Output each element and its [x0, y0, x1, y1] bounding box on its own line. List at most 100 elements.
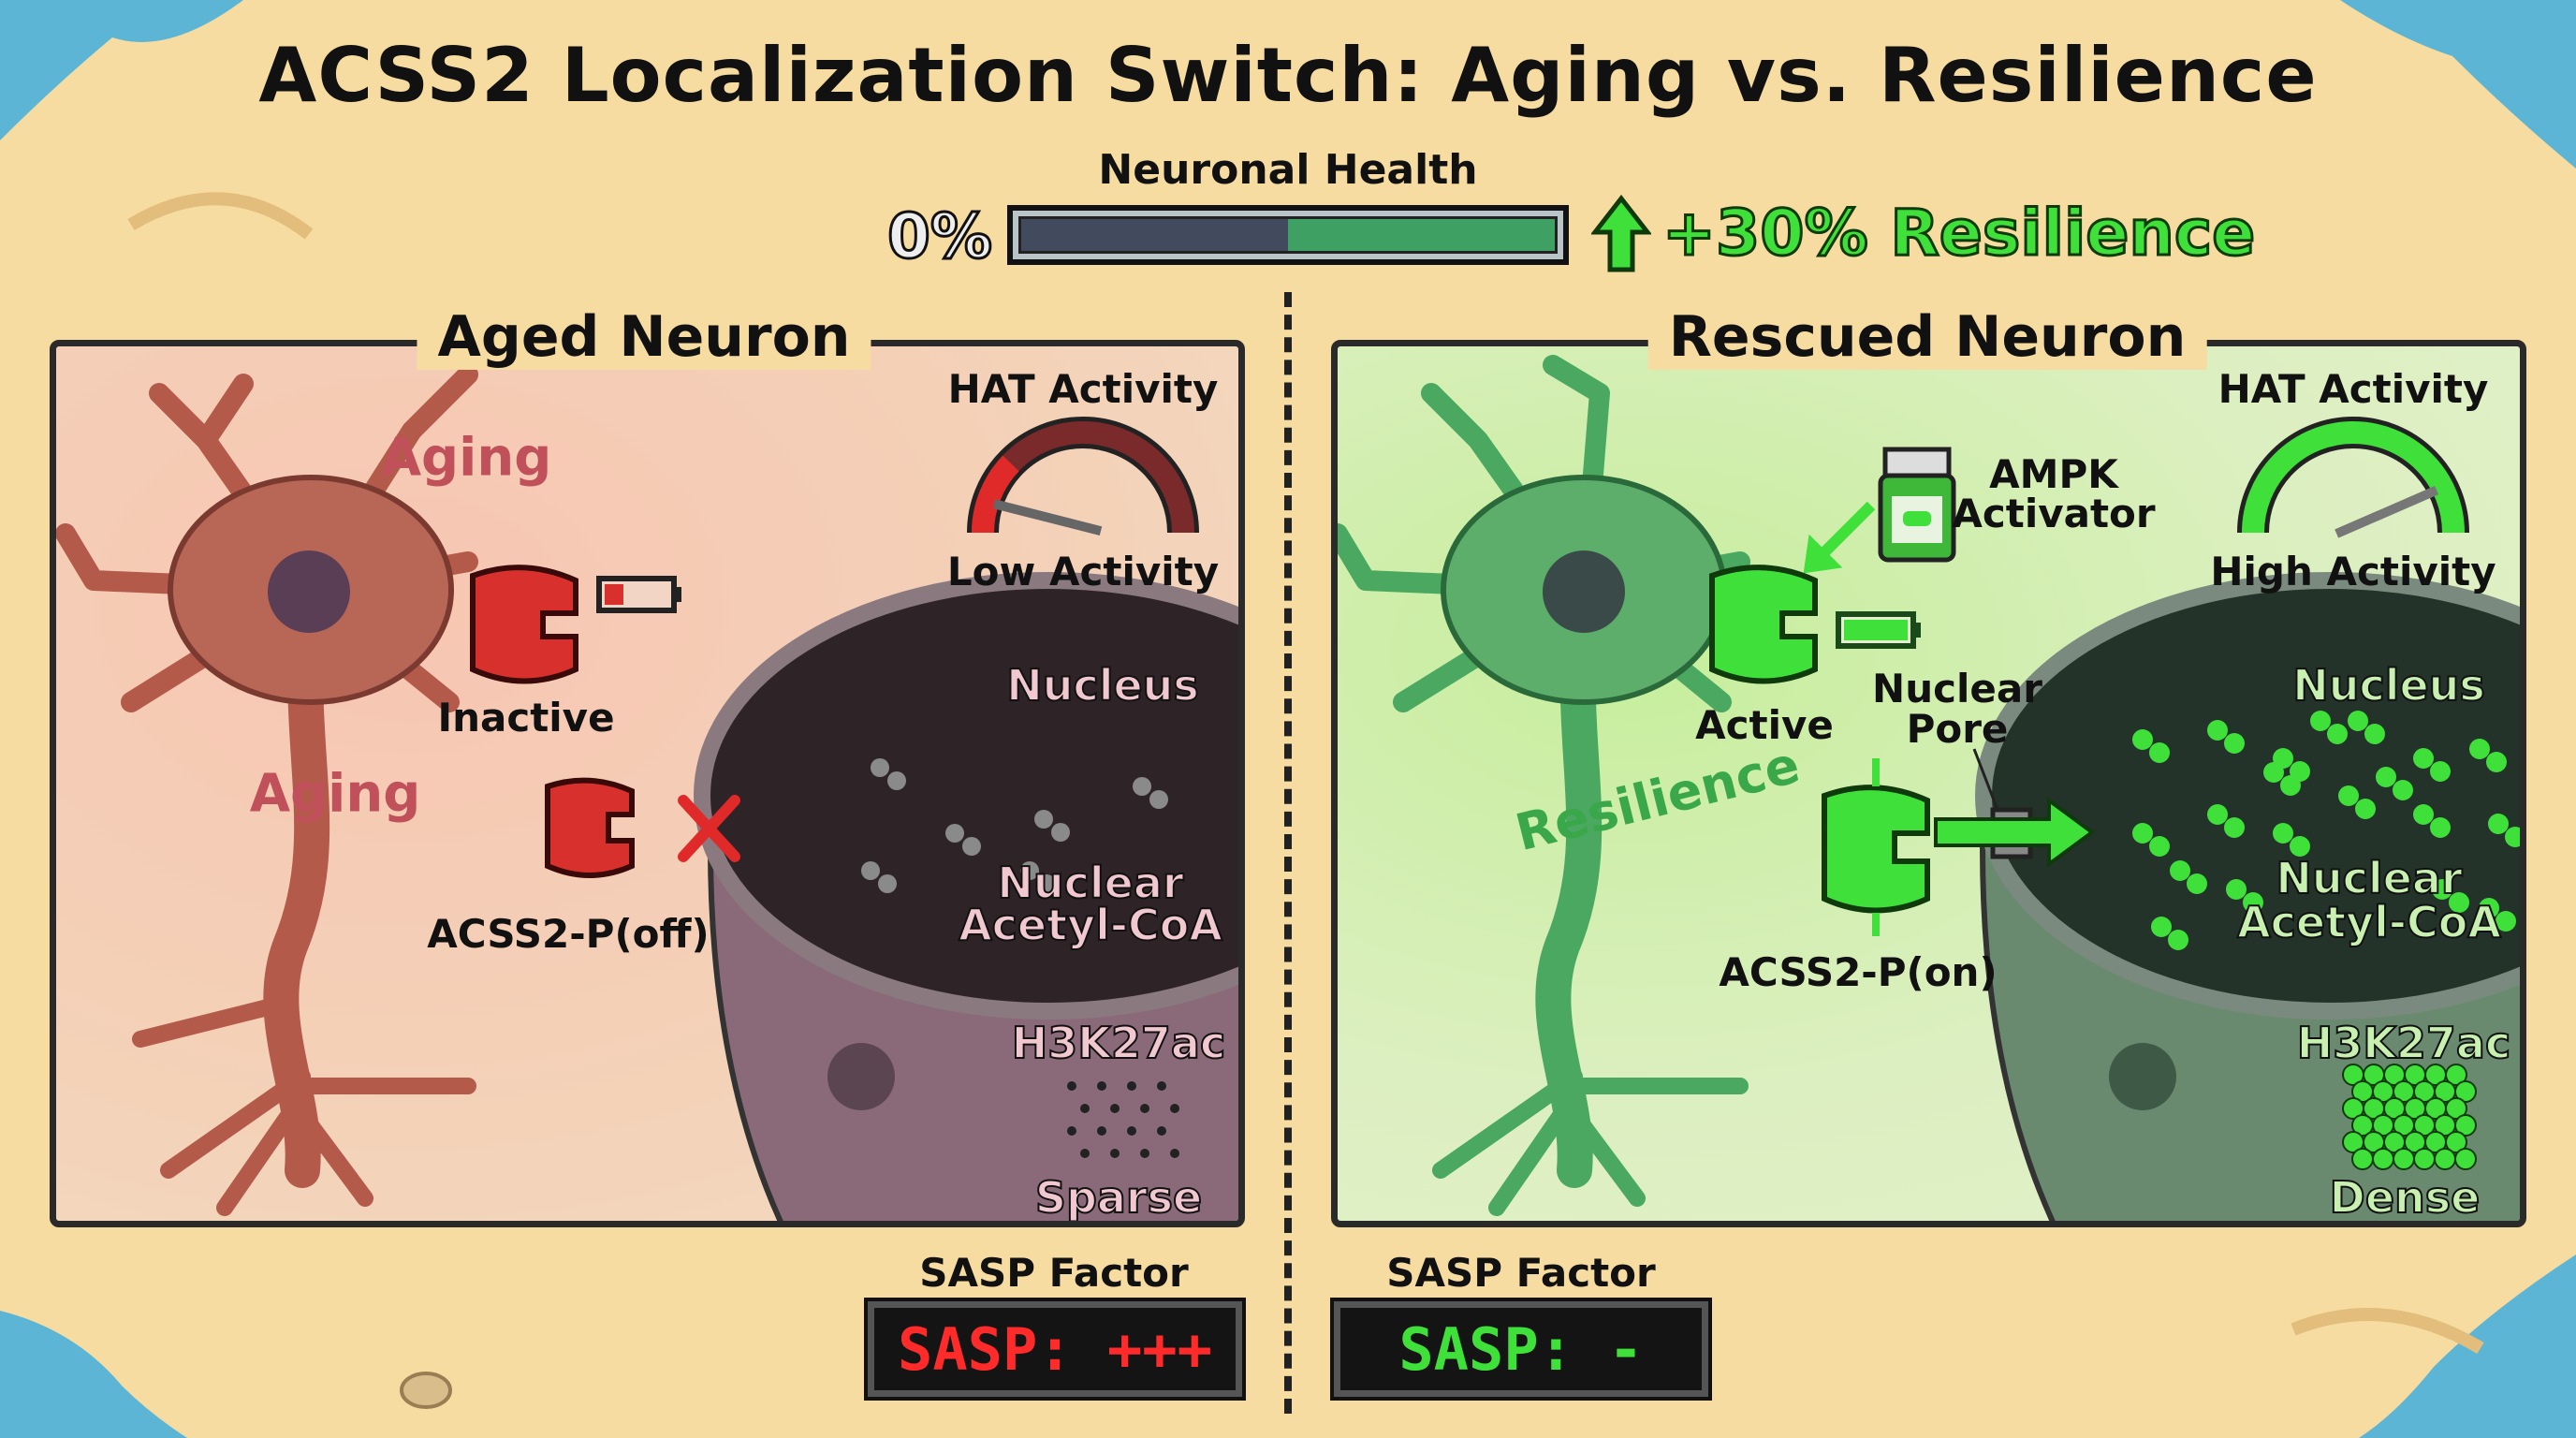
acetyl-coa-molecule: [1133, 777, 1151, 796]
acetyl-coa-molecule: [945, 824, 964, 843]
acetyl-coa-molecule: [878, 874, 897, 893]
acetyl-coa-molecule: [2430, 817, 2451, 838]
h3k27ac-mark: [2351, 1148, 2374, 1170]
acetyl-coa-molecule: [2376, 767, 2396, 787]
acetyl-coa-molecule: [2170, 860, 2190, 881]
acetyl-coa-molecule: [2149, 836, 2170, 857]
acss2-label: ACSS2-P(on): [1719, 948, 1998, 995]
acetyl-coa-molecule: [2187, 873, 2207, 894]
h3k27ac-mark: [2454, 1114, 2477, 1137]
resilience-gain-text: +30% Resilience: [1661, 196, 2256, 272]
h3k27ac-mark: [2454, 1080, 2477, 1103]
empty-battery-icon: [596, 576, 681, 613]
sasp-rescued-display: SASP: -: [1330, 1298, 1712, 1401]
acetyl-coa-molecule: [2469, 739, 2490, 759]
sasp-factor-label: SASP Factor: [919, 1250, 1189, 1296]
acetyl-coa-molecule: [1051, 823, 1070, 842]
nuclear-pore-label: Nuclear: [1872, 665, 2042, 712]
acetyl-coa-molecule: [2149, 742, 2170, 763]
acetyl-coa-molecule: [2413, 748, 2434, 769]
acetyl-coa-molecule: [2355, 799, 2376, 819]
dense-h3k27ac-marks: [2342, 1064, 2477, 1170]
page-title: ACSS2 Localization Switch: Aging vs. Res…: [258, 32, 2318, 119]
h3k27ac-label: H3K27ac: [1011, 1017, 1226, 1068]
aged-panel-title: Aged Neuron: [417, 304, 871, 370]
import-arrow-icon: [1934, 797, 2096, 868]
acetyl-coa-molecule: [1037, 874, 1056, 893]
enzyme-state-label: Inactive: [437, 694, 615, 741]
divider-line: [1284, 292, 1292, 1414]
sparse-acetyl-coa-dots: [861, 758, 1168, 893]
h3k27ac-mark: [1140, 1149, 1149, 1158]
up-arrow-icon: [1591, 195, 1651, 272]
acetyl-coa-molecule: [2327, 724, 2348, 744]
h3k27ac-label: H3K27ac: [2296, 1017, 2511, 1068]
acetyl-coa-molecule: [2338, 785, 2359, 806]
acetyl-coa-molecule: [2263, 762, 2284, 783]
activation-arrow-icon: [1803, 501, 1876, 574]
h3k27ac-mark: [1097, 1081, 1106, 1091]
rescued-neuron-icon: [1338, 355, 1750, 1216]
acetyl-coa-molecule: [2413, 804, 2434, 825]
acss2-off-enzyme-icon: [545, 777, 635, 878]
acetyl-coa-molecule: [1034, 810, 1053, 829]
acetyl-coa-molecule: [2488, 814, 2509, 834]
acetyl-coa-molecule: [2432, 879, 2452, 900]
acetyl-coa-molecule: [2273, 823, 2293, 844]
acetyl-coa-molecule: [2486, 752, 2507, 772]
acetyl-coa-molecule: [2168, 930, 2188, 950]
acetyl-coa-molecule: [2207, 720, 2228, 741]
sasp-rescued-value: SASP: -: [1398, 1314, 1644, 1384]
acetyl-coa-molecule: [2364, 724, 2385, 744]
inactive-enzyme-icon: [470, 565, 578, 684]
health-min-label: 0%: [886, 199, 993, 274]
aged-neuron-icon: [56, 364, 478, 1216]
health-bar-label: Neuronal Health: [1098, 146, 1478, 194]
acetyl-coa-molecule: [871, 758, 889, 777]
acetyl-coa-label: Acetyl-CoA: [2236, 896, 2502, 947]
sasp-factor-label: SASP Factor: [1386, 1250, 1656, 1296]
acetyl-coa-label: Nuclear: [2275, 852, 2463, 903]
h3k27ac-mark: [1170, 1149, 1179, 1158]
h3k27ac-mark: [2445, 1131, 2467, 1153]
neuronal-health-bar: [1007, 205, 1569, 265]
h3k27ac-mark: [1110, 1104, 1120, 1113]
rescued-illustration: [1338, 355, 2520, 1221]
rescued-panel-title: Rescued Neuron: [1647, 304, 2207, 370]
hat-gauge-high: [2237, 417, 2469, 538]
h3k27ac-mark: [1140, 1104, 1149, 1113]
aged-nucleus-icon: [694, 572, 1238, 1221]
h3k27ac-mark: [2445, 1097, 2467, 1120]
hat-activity-status: High Activity: [2210, 548, 2496, 594]
acetyl-coa-molecule: [2496, 911, 2516, 932]
acetyl-coa-molecule: [2505, 827, 2520, 847]
acetyl-coa-molecule: [887, 771, 906, 790]
sasp-aged-display: SASP: +++: [864, 1298, 1246, 1401]
acetyl-coa-molecule: [2224, 733, 2245, 754]
acetyl-coa-molecule: [2226, 879, 2247, 900]
h3k27ac-mark: [1110, 1149, 1120, 1158]
h3k27ac-mark: [1157, 1126, 1166, 1136]
aging-label: Aging: [249, 763, 421, 825]
h3k27ac-mark: [2445, 1064, 2467, 1086]
acetyl-coa-label: Acetyl-CoA: [958, 899, 1223, 950]
dense-acetyl-coa-dots: [2132, 711, 2520, 950]
sparse-h3k27ac-marks: [1067, 1081, 1179, 1158]
ampk-activator-label: Activator: [1952, 490, 2156, 536]
active-enzyme-icon: [1709, 565, 1818, 684]
acetyl-coa-molecule: [2449, 892, 2469, 913]
acetyl-coa-molecule: [2290, 836, 2310, 857]
acetyl-coa-molecule: [861, 861, 880, 880]
red-x-icon: [678, 795, 740, 862]
h3k27ac-mark: [2393, 1148, 2415, 1170]
aged-neuron-panel: Aging Aging HAT Activity Low Activity In…: [50, 340, 1245, 1227]
acetyl-coa-molecule: [2224, 817, 2245, 838]
acetyl-coa-label: Nuclear: [996, 857, 1184, 908]
full-battery-icon: [1836, 611, 1921, 649]
hat-gauge-low: [967, 417, 1199, 536]
h3k27ac-mark: [2413, 1148, 2436, 1170]
rescued-neuron-panel: Resilience HAT Activity High Activity AM…: [1331, 340, 2526, 1227]
hat-activity-title: HAT Activity: [947, 365, 1219, 412]
acetyl-coa-molecule: [2393, 780, 2413, 800]
